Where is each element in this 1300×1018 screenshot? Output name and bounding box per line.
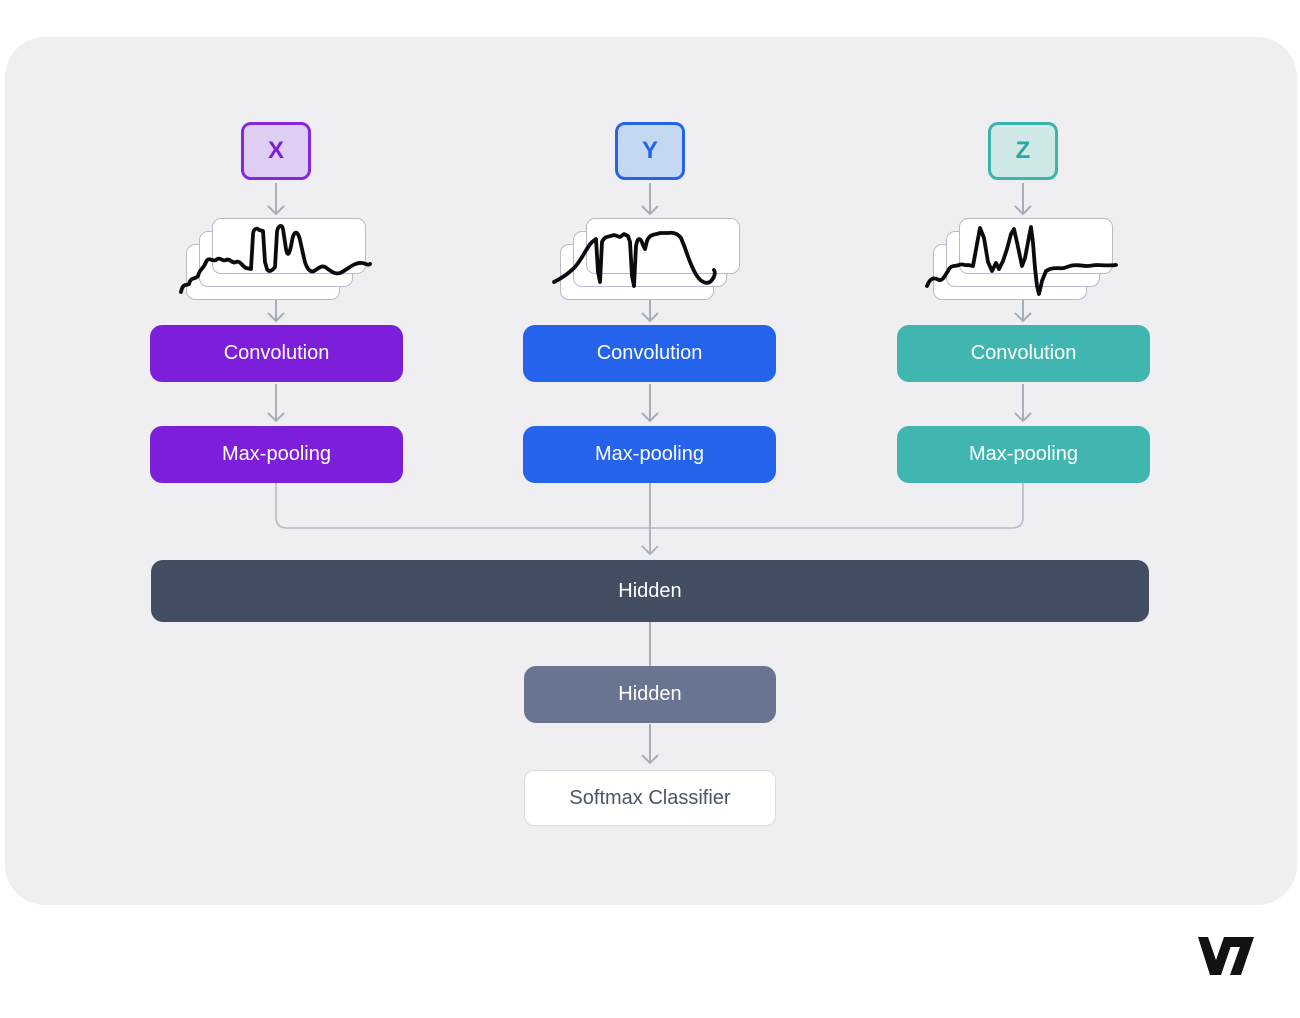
softmax-classifier-block: Softmax Classifier	[524, 770, 776, 826]
arrow-down-icon	[267, 299, 285, 323]
arrow-down-icon	[1014, 183, 1032, 216]
arrow-down-icon	[641, 384, 659, 423]
arrow-down-icon	[641, 724, 659, 765]
signal-card	[212, 218, 366, 274]
hidden-layer-block: Hidden	[151, 560, 1149, 622]
v7-logo: V7	[1198, 937, 1254, 975]
arrow-down-icon	[641, 183, 659, 216]
signal-card-stack-z	[925, 218, 1118, 300]
connector-line	[649, 622, 651, 666]
x-signal-waveform-icon	[179, 224, 372, 294]
signal-card-stack-y	[552, 218, 740, 300]
max-pooling-block-x: Max-pooling	[150, 426, 403, 483]
input-node-z: Z	[988, 122, 1058, 180]
convolution-block-y: Convolution	[523, 325, 776, 382]
y-signal-waveform-icon	[552, 230, 717, 288]
arrow-down-icon	[1014, 299, 1032, 323]
signal-card-stack-x	[179, 218, 372, 300]
max-pooling-block-y: Max-pooling	[523, 426, 776, 483]
arrow-down-icon	[267, 384, 285, 423]
z-signal-waveform-icon	[925, 225, 1118, 296]
input-node-x: X	[241, 122, 311, 180]
signal-card	[586, 218, 740, 274]
merge-connector	[275, 483, 1024, 556]
arrow-down-icon	[1014, 384, 1032, 423]
hidden-layer2-block: Hidden	[524, 666, 776, 723]
max-pooling-block-z: Max-pooling	[897, 426, 1150, 483]
arrow-down-icon	[641, 299, 659, 323]
input-node-y: Y	[615, 122, 685, 180]
arrow-down-icon	[267, 183, 285, 216]
convolution-block-z: Convolution	[897, 325, 1150, 382]
convolution-block-x: Convolution	[150, 325, 403, 382]
